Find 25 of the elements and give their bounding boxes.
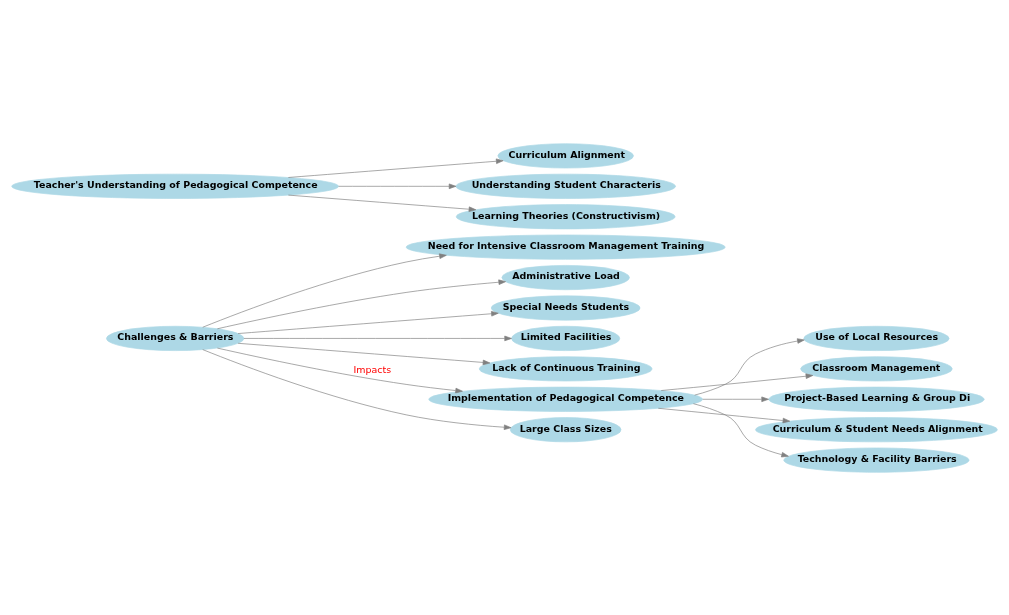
arrow [202,348,512,430]
arrow [243,335,512,341]
node-ellipse: Project-Based Learning & Group Di [768,386,985,412]
arrow [217,347,463,393]
node-ellipse: Understanding Student Characteris [455,173,676,199]
node-ellipse: Lack of Continuous Training [478,355,653,381]
arrow [237,310,499,334]
node-ellipse: Challenges & Barriers [106,325,245,351]
arrow [288,158,504,178]
arrow [693,402,789,457]
node-ellipse: Administrative Load [501,264,630,290]
edge-label: Impacts [353,363,392,375]
node-ellipse: Large Class Sizes [510,416,622,442]
arrow [694,337,805,395]
arrow [702,396,769,402]
arrow [338,183,457,189]
arrow [658,407,791,423]
arrow [217,279,506,329]
arrow [237,342,491,365]
arrow [202,253,447,328]
node-ellipse: Teacher's Understanding of Pedagogical Competence [11,173,339,199]
arrow [288,194,477,212]
node-ellipse: Use of Local Resources [803,325,950,351]
arrow [660,373,814,391]
node-ellipse: Limited Facilities [511,325,621,351]
